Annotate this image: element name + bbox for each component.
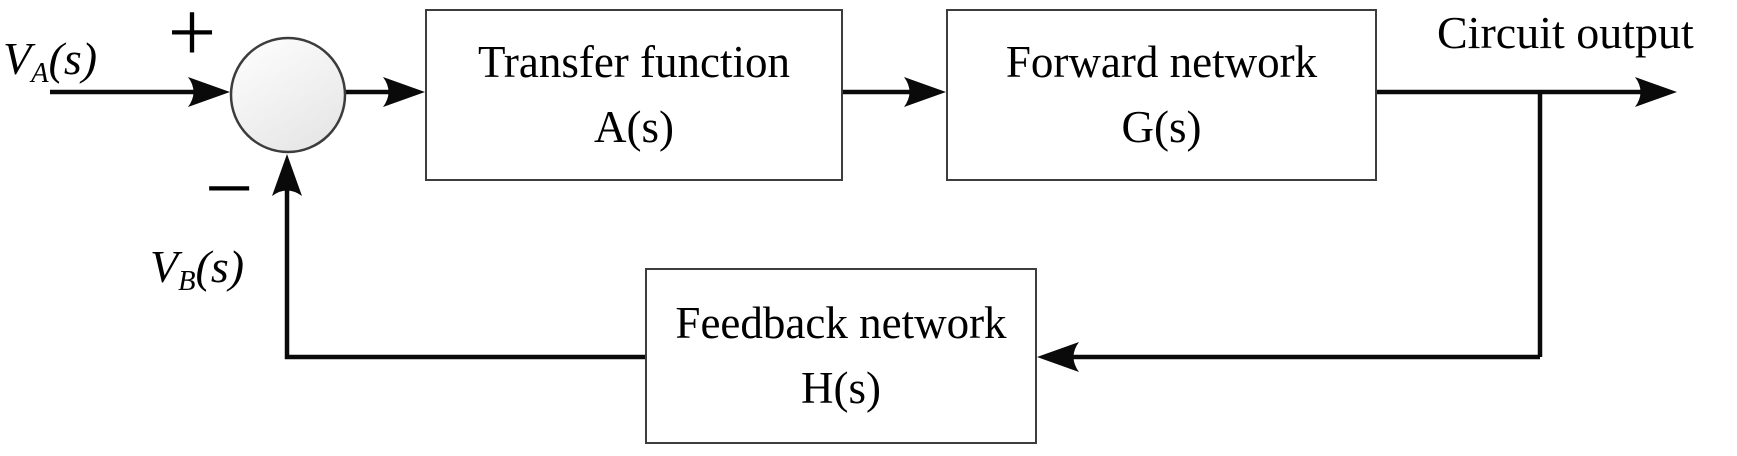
transfer-to-forward-arrowhead-icon bbox=[904, 77, 946, 107]
input-arrowhead-icon bbox=[188, 77, 230, 107]
sum-to-transfer-arrowhead-icon bbox=[383, 77, 425, 107]
feedback-up-arrowhead-icon bbox=[272, 154, 302, 196]
feedback-return-line bbox=[284, 190, 645, 360]
input-signal-arg: (s) bbox=[48, 33, 98, 84]
input-signal-base: V bbox=[3, 33, 32, 84]
feedback-signal-label: VB(s) bbox=[150, 240, 244, 298]
input-signal-label: VA(s) bbox=[3, 32, 97, 90]
minus-sign: − bbox=[204, 140, 254, 236]
output-arrowhead-icon bbox=[1635, 77, 1677, 107]
summing-junction bbox=[229, 36, 347, 154]
feedback-signal-subscript: B bbox=[178, 265, 196, 297]
circuit-output-label: Circuit output bbox=[1437, 7, 1694, 58]
forward-network-symbol: G(s) bbox=[1121, 102, 1202, 152]
transfer-function-symbol: A(s) bbox=[594, 102, 674, 152]
feedback-network-name: Feedback network bbox=[675, 297, 1007, 348]
transfer-function-name: Transfer function bbox=[477, 36, 791, 87]
plus-sign: + bbox=[167, 0, 217, 80]
feedback-network-block: Feedback network H(s) bbox=[645, 268, 1037, 444]
forward-network-block: Forward network G(s) bbox=[946, 9, 1377, 181]
forward-network-name: Forward network bbox=[1005, 36, 1318, 87]
feedback-in-arrowhead-icon bbox=[1037, 342, 1079, 372]
feedback-network-symbol: H(s) bbox=[801, 363, 881, 413]
feedback-signal-base: V bbox=[150, 241, 179, 292]
feedback-signal-arg: (s) bbox=[195, 241, 245, 292]
transfer-function-block: Transfer function A(s) bbox=[425, 9, 843, 181]
input-signal-subscript: A bbox=[31, 57, 49, 89]
